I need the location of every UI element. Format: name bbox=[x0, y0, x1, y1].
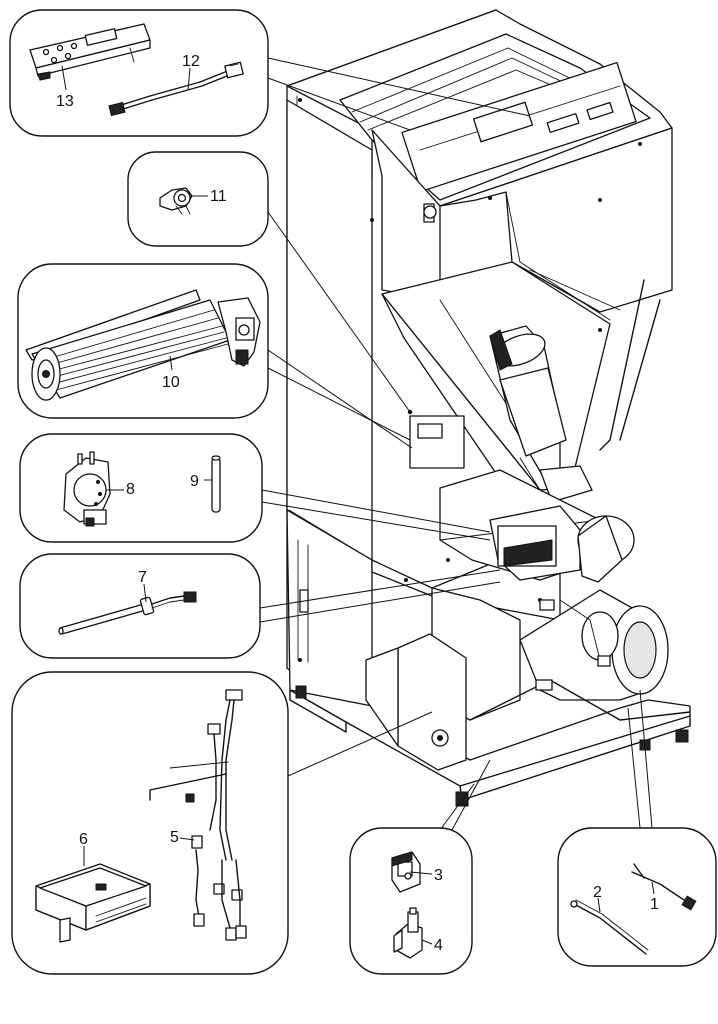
pressure-switch-icon bbox=[63, 451, 111, 527]
safety-switch-icon bbox=[391, 851, 421, 893]
tangential-fan-icon bbox=[25, 289, 261, 401]
connector-lines bbox=[259, 57, 653, 831]
callout-label-10: 10 bbox=[162, 374, 180, 391]
callout-label-3: 3 bbox=[434, 867, 443, 884]
thermostat-icon bbox=[159, 187, 193, 215]
callout-box-6-5: 5 6 bbox=[11, 671, 289, 975]
callout-label-2: 2 bbox=[593, 884, 602, 901]
callout-box-11: 11 bbox=[127, 151, 269, 247]
callout-label-5: 5 bbox=[170, 829, 179, 846]
temperature-probe-icon bbox=[631, 863, 697, 911]
callout-label-8: 8 bbox=[126, 481, 135, 498]
control-board-icon bbox=[35, 863, 151, 943]
callout-box-3-4: 3 4 bbox=[349, 827, 473, 975]
callout-label-11: 11 bbox=[210, 188, 227, 205]
pressure-fitting-icon bbox=[393, 907, 423, 959]
callout-label-6: 6 bbox=[79, 831, 88, 848]
cable-icon bbox=[108, 61, 244, 117]
callout-box-10: 10 bbox=[17, 263, 269, 419]
probe-rod-icon bbox=[570, 899, 649, 955]
callout-box-7: 7 bbox=[19, 553, 261, 659]
callout-label-9: 9 bbox=[190, 473, 199, 490]
tube-icon bbox=[211, 455, 221, 513]
callout-box-8-9: 8 9 bbox=[19, 433, 263, 543]
igniter-icon bbox=[58, 591, 197, 635]
callout-label-7: 7 bbox=[138, 569, 147, 586]
callout-box-13-12: 12 13 bbox=[9, 9, 269, 137]
stove-body bbox=[286, 9, 691, 807]
callout-label-13: 13 bbox=[56, 93, 74, 110]
callout-label-1: 1 bbox=[650, 896, 659, 913]
control-panel-icon bbox=[29, 23, 151, 81]
wiring-harness-icon bbox=[149, 689, 247, 941]
callout-box-1-2: 1 2 bbox=[557, 827, 717, 967]
callout-label-4: 4 bbox=[434, 937, 443, 954]
callout-label-12: 12 bbox=[182, 53, 200, 70]
